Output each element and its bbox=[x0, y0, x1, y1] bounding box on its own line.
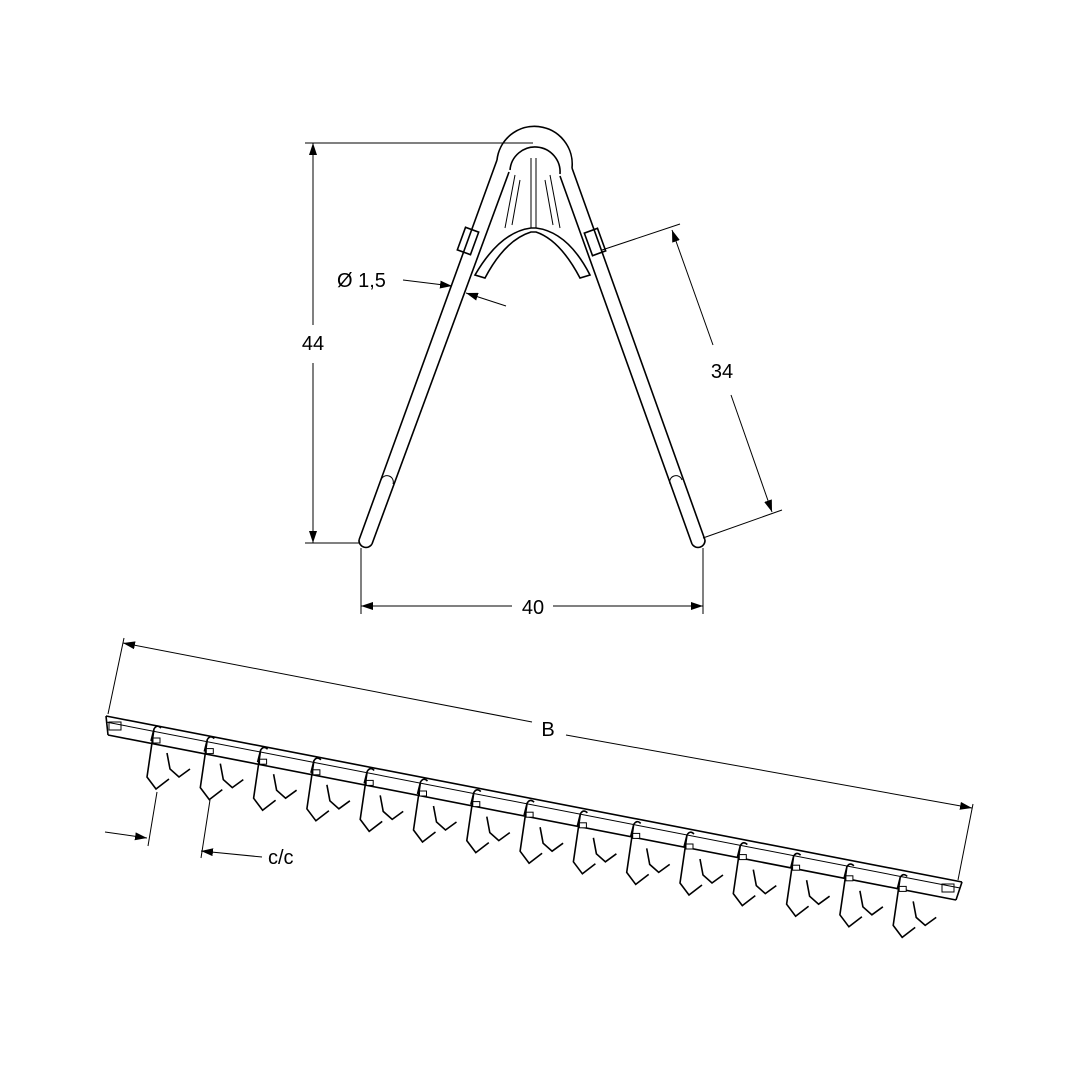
dimension-rail-length: B bbox=[107, 637, 974, 881]
hook-front-wire bbox=[625, 820, 650, 886]
hook-front-wire bbox=[892, 873, 916, 939]
hook bbox=[146, 725, 191, 791]
dimension-height-label: 44 bbox=[302, 333, 324, 355]
rail-end-cap-left bbox=[108, 721, 122, 731]
hook bbox=[252, 746, 298, 812]
hook-front-wire bbox=[146, 725, 170, 791]
hook bbox=[199, 736, 244, 801]
dimension-leg-length-label: 34 bbox=[711, 361, 733, 383]
hook-clip bbox=[792, 864, 801, 871]
dimension-width: 40 bbox=[360, 548, 704, 619]
hook bbox=[519, 799, 564, 865]
hook-front-wire bbox=[572, 810, 596, 875]
hook-clip bbox=[152, 737, 161, 744]
hook-front-wire bbox=[465, 789, 490, 854]
hook bbox=[839, 863, 884, 928]
hook-clip bbox=[578, 822, 587, 829]
hook-back-wire bbox=[592, 837, 617, 863]
hook bbox=[732, 842, 777, 907]
hook-rail bbox=[105, 715, 963, 939]
hook-front-wire bbox=[732, 842, 756, 907]
hook bbox=[306, 757, 351, 822]
left-leg-tip bbox=[358, 539, 373, 549]
hook-clip bbox=[525, 811, 534, 818]
dimension-rail-length-label: B bbox=[541, 719, 554, 741]
hook bbox=[679, 831, 724, 897]
hook-back-wire bbox=[166, 752, 191, 779]
dimension-spacing: c/c bbox=[104, 791, 294, 869]
dimension-height: 44 bbox=[302, 142, 533, 544]
hook-back-wire bbox=[805, 880, 831, 906]
dimension-leg-length: 34 bbox=[601, 223, 783, 539]
hook-front-wire bbox=[412, 778, 436, 844]
hook bbox=[359, 767, 404, 833]
hook-back-wire bbox=[752, 869, 777, 895]
hook-back-wire bbox=[219, 763, 244, 789]
hook-back-wire bbox=[432, 805, 457, 832]
left-leg-outer bbox=[358, 159, 498, 541]
hook-back-wire bbox=[645, 848, 671, 874]
hook-back-wire bbox=[912, 901, 937, 927]
dimension-wire-diameter-label: Ø 1,5 bbox=[337, 270, 386, 292]
right-leg-outer bbox=[571, 167, 706, 541]
hook-clip bbox=[419, 790, 427, 797]
hook-back-wire bbox=[326, 784, 351, 810]
hook-front-wire bbox=[519, 799, 543, 865]
right-leg-tip bbox=[691, 539, 706, 549]
hook-clip bbox=[365, 779, 374, 786]
dimension-spacing-label: c/c bbox=[268, 847, 294, 869]
hook-front-wire bbox=[359, 767, 383, 833]
hook bbox=[785, 852, 831, 918]
hook-clip bbox=[312, 769, 321, 776]
hook-front-wire bbox=[306, 757, 330, 822]
hook bbox=[465, 789, 511, 854]
hook-clip bbox=[845, 875, 854, 882]
spacer-side-view bbox=[358, 125, 706, 549]
hook bbox=[892, 873, 937, 939]
spacer-top-arc-outer bbox=[496, 125, 574, 169]
hook-back-wire bbox=[272, 774, 298, 800]
hook bbox=[572, 810, 617, 875]
hook bbox=[625, 820, 671, 886]
hook-back-wire bbox=[486, 816, 511, 842]
hook-back-wire bbox=[539, 827, 564, 853]
hook-front-wire bbox=[252, 746, 277, 812]
left-leg-inner bbox=[371, 171, 510, 545]
hooks bbox=[146, 725, 937, 939]
hook-back-wire bbox=[859, 890, 884, 916]
spacer-top-arc-inner bbox=[509, 146, 561, 175]
hook-clip bbox=[632, 832, 641, 839]
hook-front-wire bbox=[785, 852, 810, 918]
hook-clip bbox=[898, 885, 907, 892]
left-clip bbox=[456, 226, 480, 256]
right-clip bbox=[583, 227, 607, 257]
hook bbox=[412, 778, 457, 844]
hook-front-wire bbox=[839, 863, 863, 928]
hook-back-wire bbox=[699, 858, 724, 885]
rail-top-edge bbox=[105, 715, 963, 883]
hook-back-wire bbox=[379, 795, 404, 821]
hook-clip bbox=[259, 758, 268, 765]
hook-front-wire bbox=[679, 831, 703, 897]
hook-clip bbox=[685, 843, 694, 850]
dimension-width-label: 40 bbox=[522, 597, 544, 619]
rail-end-cap-right bbox=[941, 883, 955, 893]
left-leg-joint bbox=[380, 475, 394, 485]
dimension-wire-diameter: Ø 1,5 bbox=[337, 270, 507, 307]
hook-clip bbox=[738, 854, 747, 861]
hook-clip bbox=[472, 801, 481, 808]
hook-front-wire bbox=[199, 736, 223, 801]
spacer-saddle bbox=[473, 227, 592, 279]
hook-clip bbox=[205, 748, 214, 755]
